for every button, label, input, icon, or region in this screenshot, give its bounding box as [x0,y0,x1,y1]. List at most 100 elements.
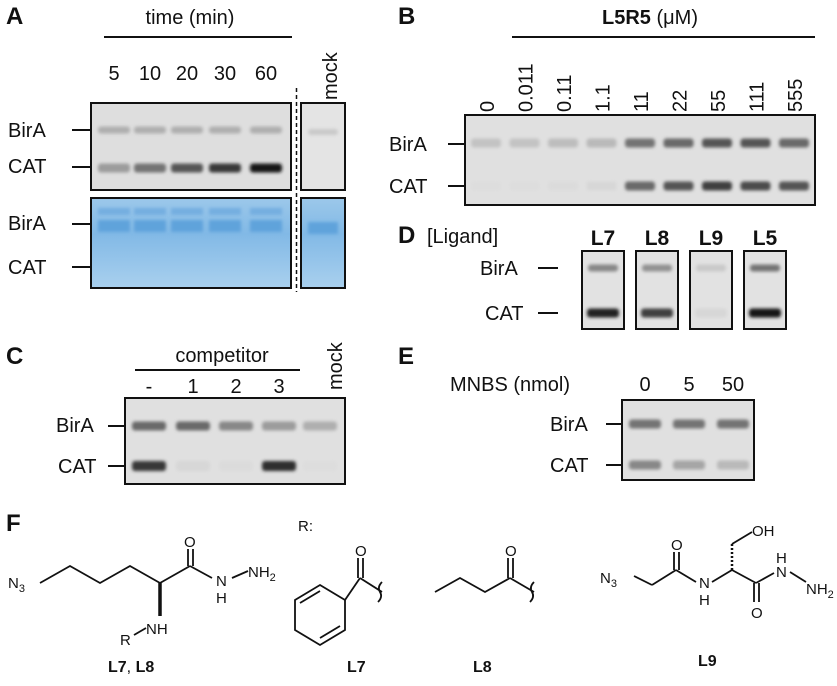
panel-e-cat-band [673,460,705,470]
panel-a-gel-bottom-mock [301,198,345,288]
panel-a-stain-band [250,208,282,215]
panel-a-lane-label: 60 [255,63,277,85]
panel-a-stain-band [98,208,130,215]
r-group: R [120,632,131,649]
panel-b-bira-band [702,138,732,148]
panel-a-stain-band [171,208,203,215]
panel-e-header: MNBS (nmol) [450,374,570,396]
panel-a-stain-band [98,220,130,232]
panel-e-label-cat: CAT [550,455,589,477]
panel-b-lane-label: 0.11 [554,75,576,112]
panel-c-cat-band [303,461,337,471]
nitrogen-l9: N [699,575,710,592]
panel-a-stain-band [250,220,282,232]
panel-d-label-cat: CAT [485,303,524,325]
panel-a-mock-stain-band [308,222,338,234]
panel-b-cat-band [471,181,501,191]
panel-c-header: competitor [175,345,269,367]
panel-e-bands [629,419,749,470]
panel-b-cat-band [509,181,540,191]
panel-a-stain-band [171,220,203,232]
caption-l9: L9 [698,653,717,670]
hydroxyl-l9: OH [752,523,775,540]
panel-a-bira-band [98,126,130,134]
panel-b-bira-band [779,138,809,148]
panel-d-cat-band [587,308,619,318]
panel-b-cat-band [740,181,771,191]
panel-d-header: [Ligand] [427,226,498,248]
panel-b-gel [465,115,815,205]
panel-b-lane-label: 555 [785,79,807,112]
panel-a-mock-label: mock [320,51,342,100]
oxygen-l7-r: O [355,543,367,560]
structure-l7-r-group: O L7 [294,543,383,676]
nitrogen-l9-b: N [776,564,787,581]
oxygen-l8-r: O [505,543,517,560]
nh2-l7: NH2 [248,564,276,584]
panel-b-cat-band [625,181,655,191]
panel-a-label: A [6,3,23,30]
caption-l8: L8 [473,659,492,676]
panel-b-header-unit: (μM) [651,7,698,29]
panel-c-mock-label: mock [325,341,347,390]
panel-f-label: F [6,510,21,537]
panel-f: F N3 O N H NH2 NH R L7, L8 R: [6,510,834,676]
panel-c-cat-band [176,461,210,471]
panel-a-stain-band [134,208,166,215]
caption-l7: L7 [347,659,366,676]
panel-b-bira-band [740,138,771,148]
benzene-ring [294,583,346,647]
panel-c-lane-label: 3 [273,376,284,398]
panel-c-cat-band [219,461,253,471]
panel-d-label-bira: BirA [480,258,518,280]
nitrogen-l7: N [216,573,227,590]
panel-d-lane-label: L9 [699,227,724,250]
panel-a-cat-band [134,163,166,173]
panel-c-cat-band [132,461,166,471]
panel-a-cat-band [171,163,203,173]
panel-b-bira-band [509,138,540,148]
nh2-l9: NH2 [806,581,834,601]
panel-c-label-bira: BirA [56,415,94,437]
structure-l8-r-group: O L8 [434,543,535,676]
panel-e-lane-label: 50 [722,374,744,396]
panel-a-label-bira-bottom: BirA [8,213,46,235]
panel-b-lane-label: 0 [477,101,499,112]
panel-b-lane-label: 55 [708,90,730,112]
panel-a-header: time (min) [146,7,235,29]
r-definition-label: R: [298,518,313,535]
panel-b-bira-band [586,138,617,148]
panel-d-cat-band [695,308,727,318]
oxygen-l9-a: O [671,537,683,554]
panel-e-bira-band [629,419,661,429]
oxygen-l7: O [184,534,196,551]
panel-c-gel [125,398,345,484]
panel-a-bira-band [134,126,166,134]
panel-d-bira-band [588,264,618,272]
panel-a-stain-band [209,208,241,215]
panel-e-lane-label: 5 [683,374,694,396]
panel-a-stain-band [209,220,241,232]
panel-a-top-bands [98,126,338,173]
panel-c-bira-band [176,421,210,431]
panel-a-bira-band [250,126,282,134]
panel-b-lane-label: 11 [631,91,653,112]
panel-d-bira-band [696,264,726,272]
panel-d-lane-label: L5 [753,227,778,250]
panel-c-cat-band [262,461,296,471]
panel-a-lane-label: 10 [139,63,161,85]
panel-e-bira-band [673,419,705,429]
panel-b-cat-band [779,181,809,191]
panel-d-lane-label: L7 [591,227,616,250]
panel-d-cat-band [749,308,781,318]
hydrogen-l7: H [216,590,227,607]
structure-l9: N3 O N H OH O H N NH2 L9 [600,523,834,670]
panel-b-label-bira: BirA [389,134,427,156]
